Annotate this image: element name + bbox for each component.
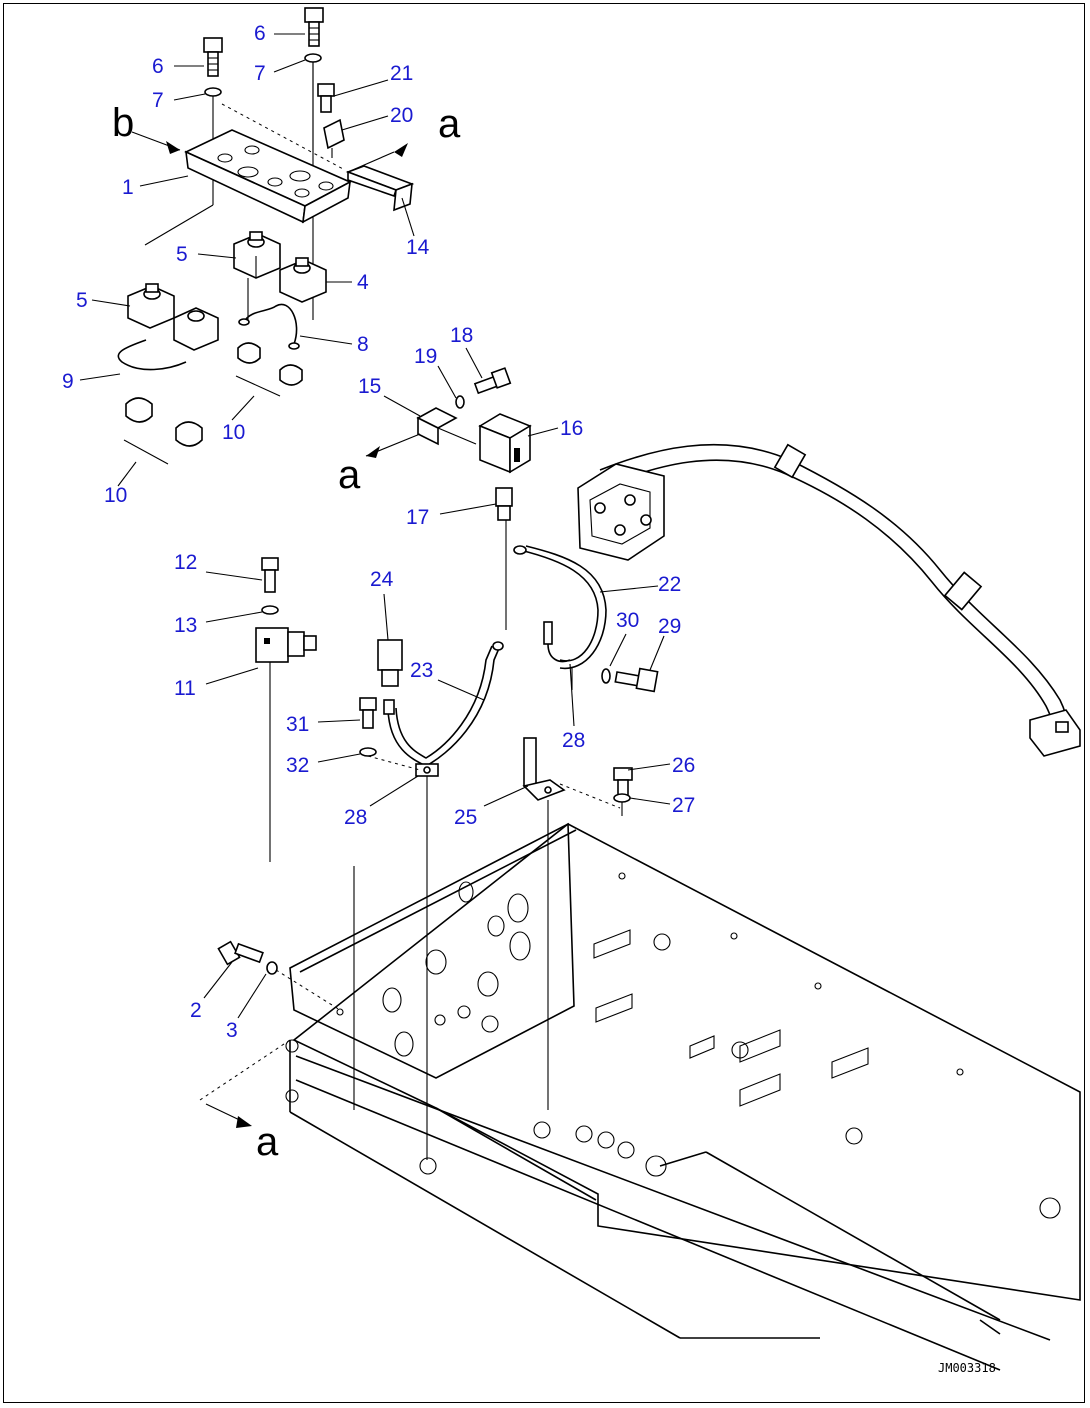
terminal-cap-10-upper-icon bbox=[235, 342, 303, 397]
clip-20-icon bbox=[323, 118, 345, 158]
bracket-15-icon bbox=[416, 407, 477, 446]
washer-32-icon bbox=[359, 747, 377, 757]
callout-6-left: 6 bbox=[152, 55, 164, 78]
arrow-a-top-icon bbox=[394, 143, 408, 157]
harness-23-icon bbox=[387, 645, 501, 767]
callout-29: 29 bbox=[658, 615, 681, 638]
terminal-cap-10-lower-icon bbox=[123, 397, 203, 465]
callout-14: 14 bbox=[406, 236, 430, 259]
parts-art bbox=[117, 7, 1081, 1371]
callout-6-right: 6 bbox=[254, 22, 266, 45]
relay-16-icon bbox=[478, 413, 532, 474]
callout-31: 31 bbox=[286, 713, 309, 736]
bracket-14-icon bbox=[345, 165, 415, 212]
arrow-b-top-icon bbox=[166, 141, 180, 154]
view-letters: a b a a bbox=[112, 101, 461, 1164]
callout-20: 20 bbox=[390, 104, 413, 127]
callout-30: 30 bbox=[616, 609, 639, 632]
connector-17-icon bbox=[495, 487, 513, 521]
callout-25: 25 bbox=[454, 806, 477, 829]
callout-15: 15 bbox=[358, 375, 381, 398]
callout-13: 13 bbox=[174, 614, 197, 637]
relay-4-icon bbox=[279, 257, 327, 303]
callout-28-right: 28 bbox=[562, 729, 585, 752]
washer-7-right-icon bbox=[304, 53, 322, 63]
callout-22: 22 bbox=[658, 573, 681, 596]
callout-7-right: 7 bbox=[254, 62, 266, 85]
diagram-frame bbox=[3, 3, 1085, 1403]
callout-12: 12 bbox=[174, 551, 197, 574]
bolt-2-icon bbox=[217, 940, 264, 966]
harness-end-connector-icon bbox=[1029, 709, 1081, 757]
callout-3: 3 bbox=[226, 1019, 238, 1042]
cable-9-icon bbox=[117, 339, 187, 371]
bolt-12-icon bbox=[261, 557, 279, 593]
view-arrows bbox=[131, 131, 421, 1128]
callout-28-left: 28 bbox=[344, 806, 367, 829]
washer-27-icon bbox=[613, 793, 631, 803]
callout-16: 16 bbox=[560, 417, 583, 440]
callout-1: 1 bbox=[122, 176, 134, 199]
callout-11: 11 bbox=[174, 677, 196, 700]
callout-labels: 6 7 6 7 21 20 1 14 5 4 5 8 9 10 10 19 18… bbox=[62, 22, 695, 1042]
callout-19: 19 bbox=[414, 345, 437, 368]
callout-18: 18 bbox=[450, 324, 473, 347]
bolt-6-right-icon bbox=[304, 7, 324, 47]
connector-24-icon bbox=[377, 639, 403, 687]
bracket-plate-1-icon bbox=[184, 129, 352, 224]
washer-7-left-icon bbox=[204, 87, 222, 97]
solenoid-11-icon bbox=[255, 627, 317, 663]
callout-23: 23 bbox=[410, 659, 433, 682]
arrow-a-mid-icon bbox=[366, 446, 380, 458]
callout-24: 24 bbox=[370, 568, 394, 591]
callout-5-left: 5 bbox=[76, 289, 88, 312]
bolt-29-icon bbox=[614, 667, 659, 693]
callout-4: 4 bbox=[357, 271, 369, 294]
main-harness-icon bbox=[599, 444, 1069, 751]
callout-26: 26 bbox=[672, 754, 695, 777]
washer-13-icon bbox=[261, 605, 279, 615]
washer-19-icon bbox=[455, 395, 465, 409]
relay-5-center-icon bbox=[233, 231, 281, 320]
view-marker-b-top: b bbox=[112, 101, 134, 145]
callout-21: 21 bbox=[390, 62, 413, 85]
callout-2: 2 bbox=[190, 999, 202, 1022]
callout-9: 9 bbox=[62, 370, 74, 393]
washer-30-icon bbox=[601, 668, 611, 684]
callout-5-center: 5 bbox=[176, 243, 188, 266]
view-marker-a-top: a bbox=[438, 102, 461, 146]
harness-22-icon bbox=[519, 549, 599, 662]
bolt-18-icon bbox=[473, 367, 512, 395]
clamp-28-left-icon bbox=[415, 763, 439, 777]
callout-32: 32 bbox=[286, 754, 309, 777]
view-marker-a-bottom: a bbox=[256, 1120, 279, 1164]
bolt-21-icon bbox=[317, 83, 335, 113]
view-marker-a-mid: a bbox=[338, 453, 361, 497]
valve-block-icon bbox=[577, 463, 665, 561]
leader-lines bbox=[79, 33, 671, 1019]
washer-3-icon bbox=[266, 961, 278, 975]
cable-8-icon bbox=[243, 303, 298, 345]
callout-8: 8 bbox=[357, 333, 369, 356]
callout-17: 17 bbox=[406, 506, 429, 529]
callout-27: 27 bbox=[672, 794, 695, 817]
bracket-25-icon bbox=[522, 737, 566, 801]
bolt-31-icon bbox=[359, 697, 377, 729]
bolt-6-left-icon bbox=[203, 37, 223, 77]
drawing-code: JM003318 bbox=[938, 1361, 996, 1375]
arrow-a-bottom-icon bbox=[236, 1116, 252, 1128]
callout-7-left: 7 bbox=[152, 89, 164, 112]
callout-10-lower: 10 bbox=[104, 484, 127, 507]
frame-chassis-icon bbox=[199, 822, 1081, 1371]
callout-10-upper: 10 bbox=[222, 421, 245, 444]
relay-5-left-icon bbox=[127, 283, 219, 351]
